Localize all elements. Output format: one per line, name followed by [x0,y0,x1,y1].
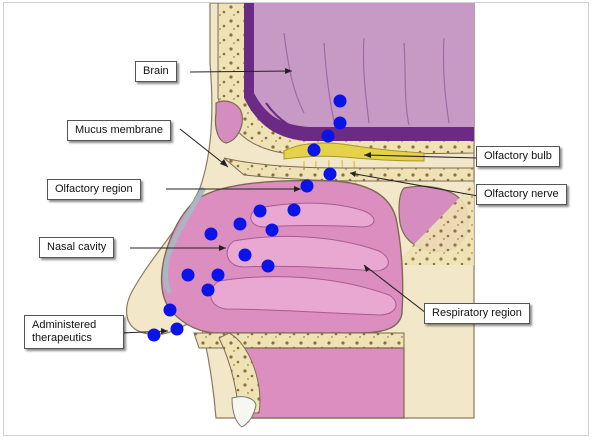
nasal-anatomy-illustration [120,3,479,428]
therapeutic-dot [253,204,267,218]
leader-olfactory-nerve [349,172,479,197]
nasal-cartilage [162,186,207,295]
therapeutic-dot [300,179,314,193]
therapeutic-dot [238,248,252,262]
therapeutic-dot [287,203,301,217]
leader-respiratory [363,264,427,314]
therapeutic-dot [181,268,195,282]
leader-brain [189,70,293,73]
label-administered-line2: therapeutics [32,332,92,344]
label-nasal-cavity: Nasal cavity [39,237,115,258]
label-administered-line1: Administered [32,319,97,331]
therapeutic-dot [233,217,247,231]
label-respiratory-region: Respiratory region [424,303,530,324]
leader-mucus [179,128,229,168]
label-olfactory-nerve: Olfactory nerve [476,184,567,205]
figure-frame: Brain Mucus membrane Olfactory region Na… [3,2,589,436]
tooth [231,396,257,428]
therapeutic-dot [170,322,184,336]
therapeutic-dot [321,129,335,143]
therapeutic-dot [265,223,279,237]
therapeutic-dot [323,167,337,181]
therapeutic-dot [261,259,275,273]
therapeutic-dot [333,116,347,130]
cribriform-plate [223,157,475,182]
label-mucus-membrane: Mucus membrane [67,120,172,141]
therapeutic-dot [147,328,161,342]
superior-turbinate [250,202,375,228]
leader-administered [120,330,169,334]
label-administered-therapeutics: Administered therapeutics [24,315,124,349]
frontal-sinus [214,100,243,144]
therapeutic-dot [163,303,177,317]
inferior-turbinate [210,276,397,316]
therapeutic-dot [211,268,225,282]
therapeutic-dot [307,143,321,157]
label-brain: Brain [135,61,177,82]
therapeutic-dot [204,227,218,241]
label-olfactory-region: Olfactory region [47,179,141,200]
therapeutic-dot [333,94,347,108]
leader-olfactory-bulb [363,154,479,159]
therapeutic-dot [201,283,215,297]
label-olfactory-bulb: Olfactory bulb [476,146,560,167]
